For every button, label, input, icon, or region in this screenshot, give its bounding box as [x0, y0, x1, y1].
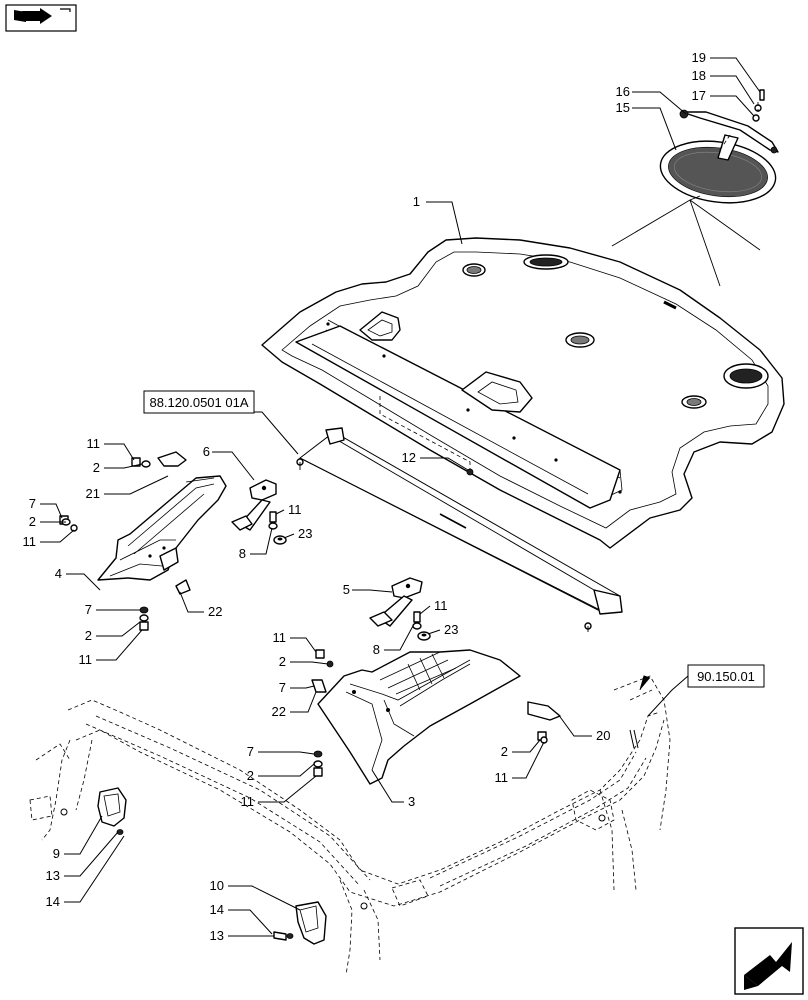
callout-labels: 1 19 18 17 16 15 12 6 8 11 23 5 8 11 23 … [23, 50, 707, 943]
callout-11b: 11 [434, 598, 448, 613]
callout-8a: 8 [239, 546, 246, 561]
callout-7b: 7 [85, 602, 92, 617]
callout-2a: 2 [93, 460, 100, 475]
callout-9: 9 [53, 846, 60, 861]
svg-text:90.150.01: 90.150.01 [697, 669, 755, 684]
callout-23b: 23 [444, 622, 458, 637]
callout-16: 16 [616, 84, 630, 99]
callout-3: 3 [408, 794, 415, 809]
callout-5: 5 [343, 582, 350, 597]
svg-text:88.120.0501 01A: 88.120.0501 01A [149, 395, 248, 410]
callout-11h: 11 [495, 770, 509, 785]
hook-part-10 [273, 901, 327, 945]
callout-2b: 2 [29, 514, 36, 529]
handle-part-5 [369, 577, 423, 627]
callout-7c: 7 [279, 680, 286, 695]
rod-assembly [296, 427, 623, 632]
reference-box-90-150[interactable]: 90.150.01 [687, 664, 765, 688]
callout-14b: 14 [210, 902, 224, 917]
reference-box-88-120[interactable]: 88.120.0501 01A [143, 390, 255, 414]
callout-11c: 11 [87, 436, 101, 451]
callout-23a: 23 [298, 526, 312, 541]
fastener-cluster [268, 511, 431, 641]
callout-2d: 2 [279, 654, 286, 669]
callout-22a: 22 [208, 604, 222, 619]
callout-20: 20 [596, 728, 610, 743]
callout-8b: 8 [373, 642, 380, 657]
callout-13b: 13 [210, 928, 224, 943]
callout-10: 10 [210, 878, 224, 893]
callout-6: 6 [203, 444, 210, 459]
callout-17: 17 [692, 88, 706, 103]
callout-11f: 11 [273, 630, 287, 645]
duct-fasteners [59, 457, 548, 777]
callout-11a: 11 [288, 502, 302, 517]
book-arrow-icon[interactable] [5, 4, 77, 32]
cab-frame [29, 675, 671, 976]
callout-4: 4 [55, 566, 62, 581]
callout-2c: 2 [85, 628, 92, 643]
hook-part-9 [97, 787, 127, 835]
callout-14a: 14 [46, 894, 60, 909]
left-duct-part-4 [97, 451, 227, 595]
callout-15: 15 [616, 100, 630, 115]
callout-12: 12 [402, 450, 416, 465]
callout-1: 1 [413, 194, 420, 209]
callout-21: 21 [86, 486, 100, 501]
callout-7a: 7 [29, 496, 36, 511]
callout-18: 18 [692, 68, 706, 83]
callout-22b: 22 [272, 704, 286, 719]
handle-part-6 [231, 479, 277, 531]
leader-lines [40, 57, 761, 937]
callout-11d: 11 [23, 534, 37, 549]
callout-13a: 13 [46, 868, 60, 883]
speaker-grille-assembly [611, 89, 779, 287]
right-duct-part-3 [317, 649, 561, 785]
callout-7d: 7 [247, 744, 254, 759]
callout-2e: 2 [247, 768, 254, 783]
next-page-arrow-icon[interactable] [734, 927, 804, 995]
callout-19: 19 [692, 50, 706, 65]
callout-11g: 11 [241, 794, 255, 809]
callout-2f: 2 [501, 744, 508, 759]
callout-11e: 11 [79, 652, 93, 667]
headliner-panel [261, 237, 785, 549]
